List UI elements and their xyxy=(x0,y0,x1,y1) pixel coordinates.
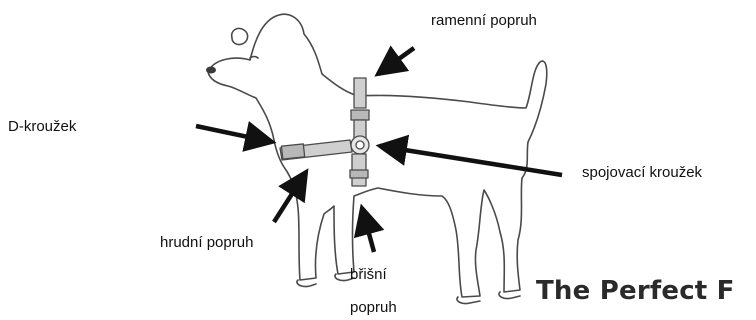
label-chest-strap: hrudní popruh xyxy=(160,234,253,252)
belly-strap-buckle xyxy=(350,170,368,178)
label-connecting-ring: spojovací kroužek xyxy=(582,164,702,182)
shoulder-strap-buckle xyxy=(351,110,369,120)
label-belly-strap-line1: břišní xyxy=(350,266,387,284)
brand-title: The Perfect F xyxy=(536,276,735,306)
label-d-ring: D-kroužek xyxy=(8,118,76,136)
label-belly-strap-line2: popruh xyxy=(350,299,397,317)
arrows xyxy=(196,48,562,252)
label-shoulder-strap: ramenní popruh xyxy=(431,12,537,30)
shoulder-strap-shape xyxy=(354,78,366,108)
dog-outline xyxy=(208,14,547,303)
arrow-shoulder-strap xyxy=(378,48,414,74)
arrow-belly-strap xyxy=(362,208,374,252)
harness xyxy=(280,78,369,186)
arrow-chest-strap xyxy=(274,172,306,222)
arrow-d-ring xyxy=(196,126,272,142)
d-ring-tab xyxy=(281,144,304,159)
dog-nose xyxy=(206,67,216,74)
arrow-connecting-ring xyxy=(380,146,562,175)
